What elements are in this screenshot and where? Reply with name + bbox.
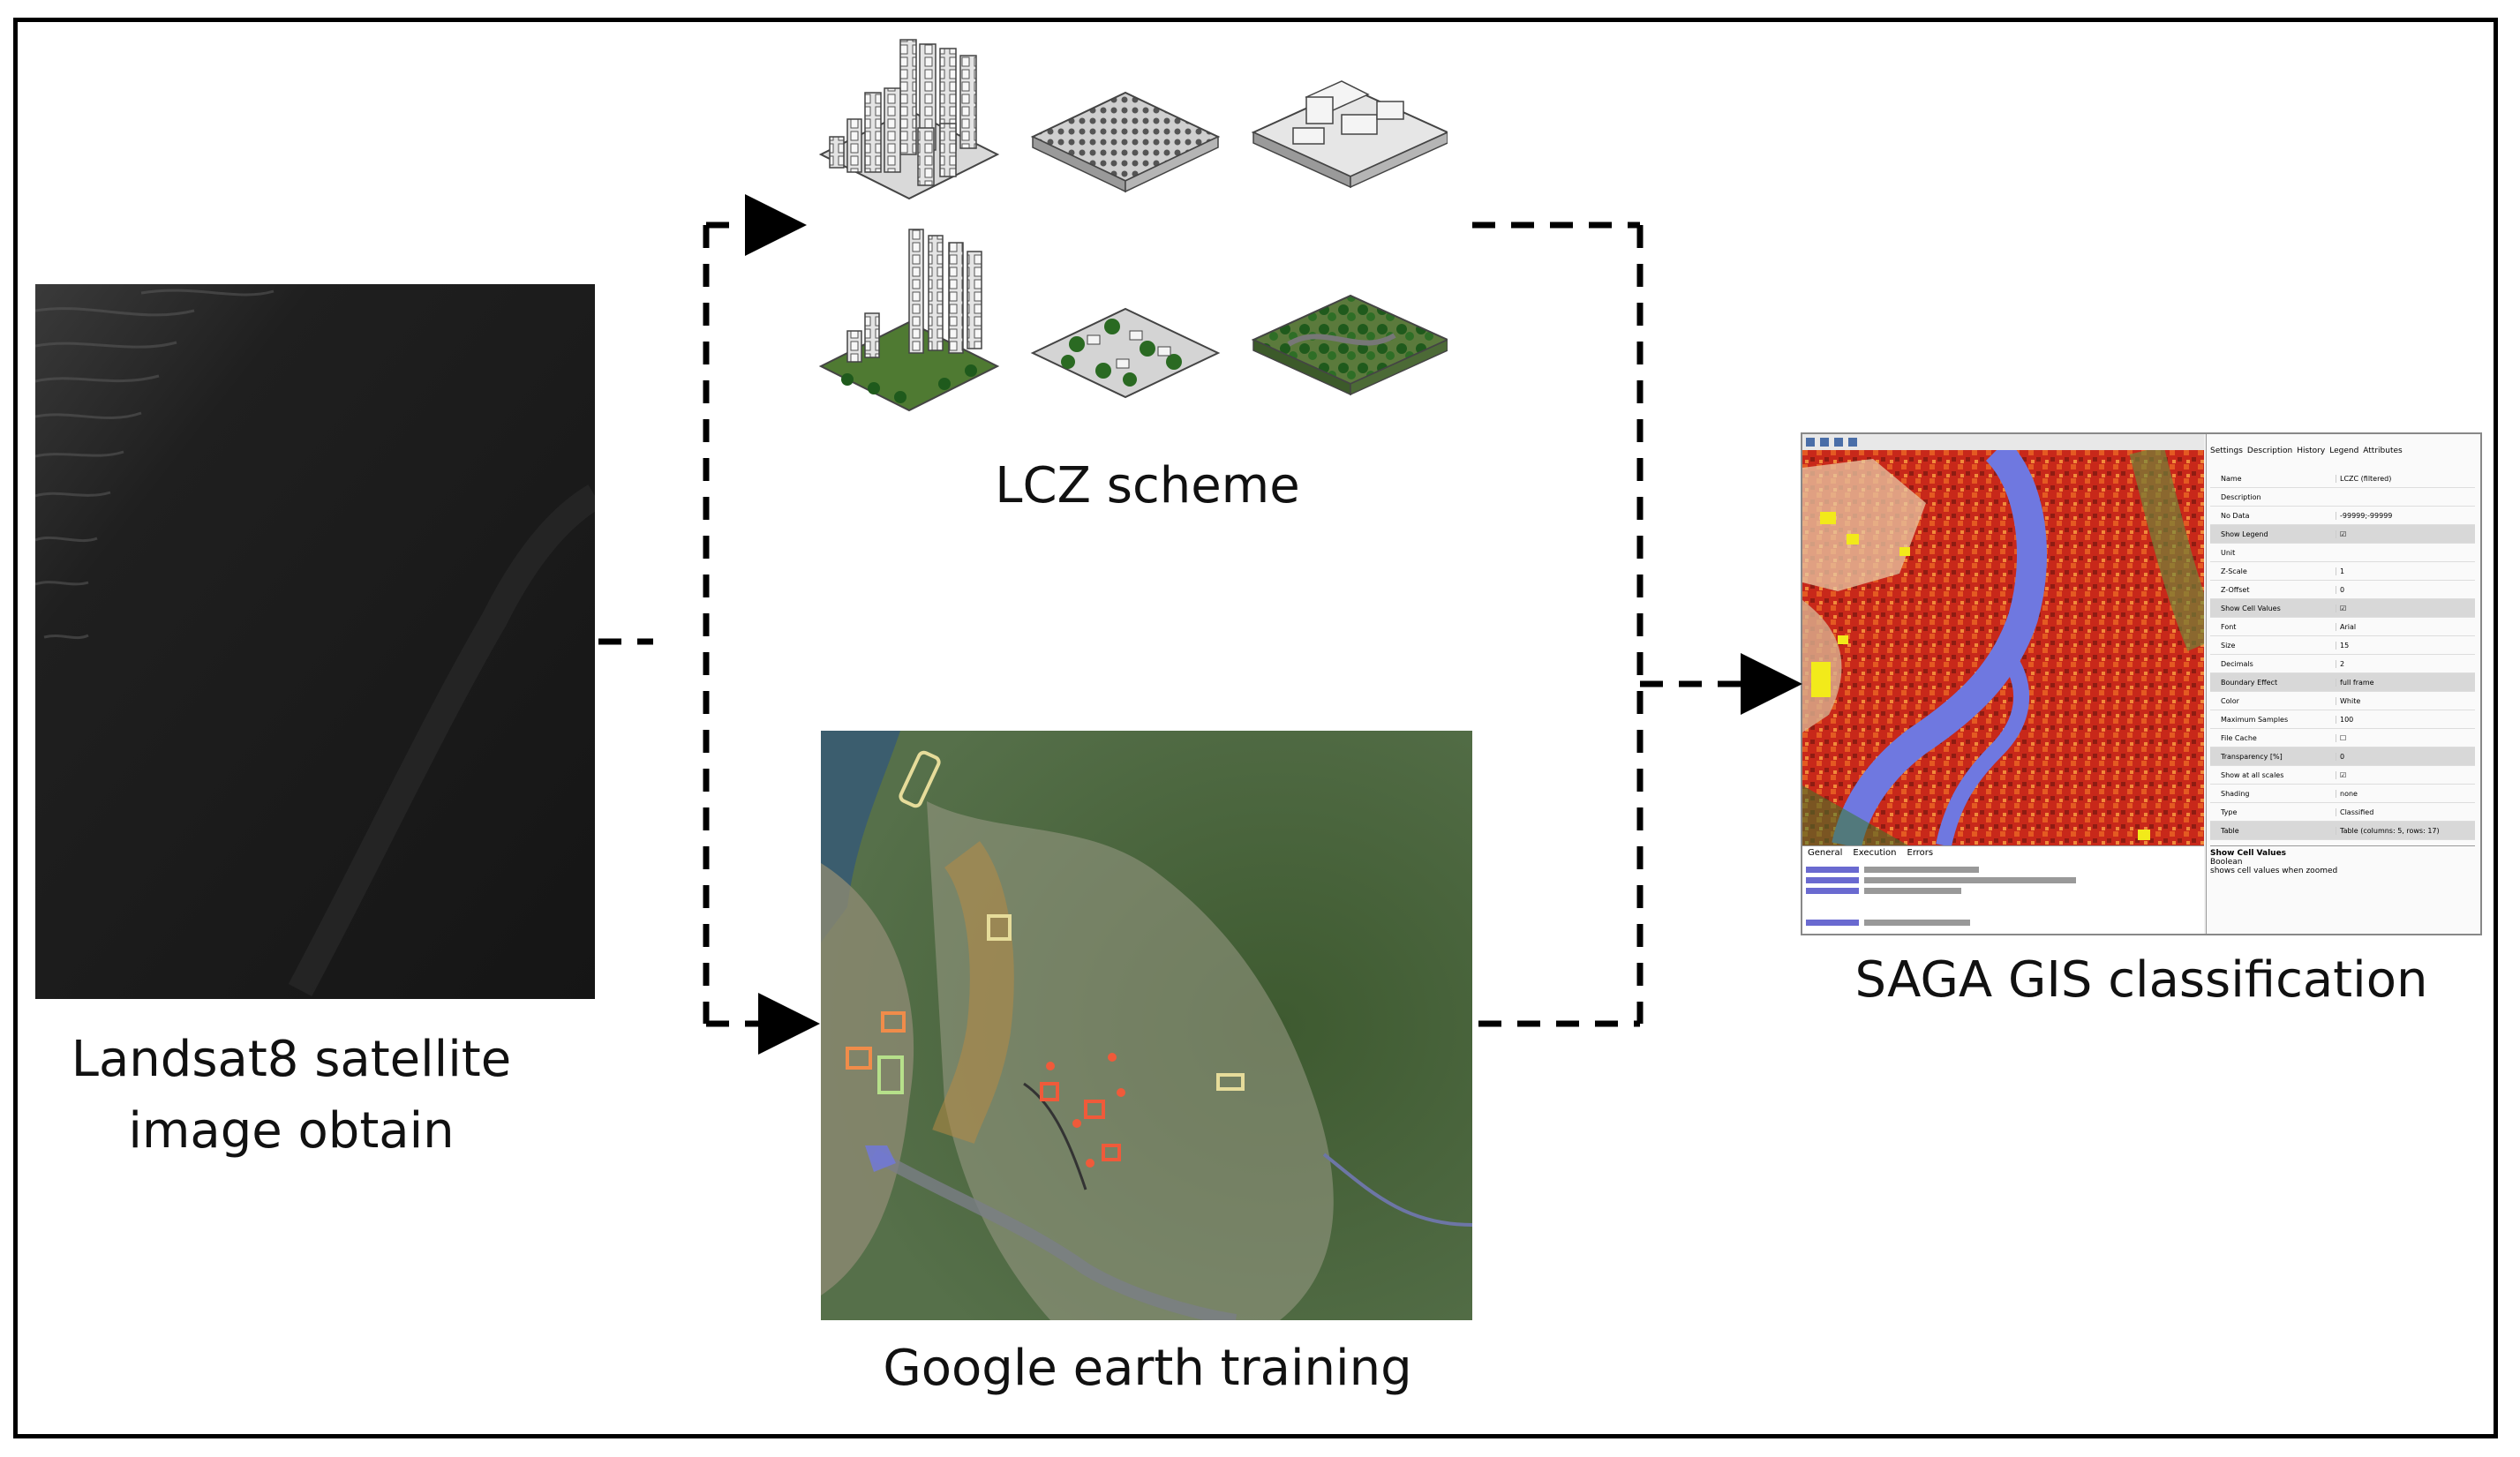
property-name: Unit: [2221, 548, 2236, 557]
property-value[interactable]: LCZC (filtered): [2336, 474, 2475, 483]
tab-attributes[interactable]: Attributes: [2363, 447, 2403, 455]
property-row[interactable]: Transparency [%] 0: [2210, 747, 2475, 766]
property-row[interactable]: Show at all scales ☑: [2210, 766, 2475, 785]
property-name: Z-Offset: [2221, 585, 2250, 594]
property-value[interactable]: 0: [2336, 585, 2475, 594]
property-value[interactable]: Arial: [2336, 622, 2475, 631]
saga-message-panel: General Execution Errors: [1802, 845, 2204, 934]
property-name: Shading: [2221, 789, 2250, 798]
property-value[interactable]: 1: [2336, 567, 2475, 575]
property-name: Size: [2221, 641, 2236, 650]
lcz-scheme-label: LCZ scheme: [995, 457, 1300, 514]
saga-property-tabs: Settings Description History Legend Attr…: [2207, 434, 2480, 457]
property-name: Type: [2221, 807, 2238, 816]
property-name: Transparency [%]: [2221, 752, 2283, 761]
property-name: Z-Scale: [2221, 567, 2247, 575]
message-tab-errors[interactable]: Errors: [1907, 848, 1934, 858]
property-value[interactable]: full frame: [2336, 678, 2475, 687]
property-name: No Data: [2221, 511, 2250, 520]
property-row[interactable]: Maximum Samples 100: [2210, 710, 2475, 729]
property-value[interactable]: none: [2336, 789, 2475, 798]
property-row[interactable]: Z-Offset 0: [2210, 581, 2475, 599]
google-earth-training-label: Google earth training: [883, 1340, 1412, 1397]
property-row[interactable]: Description: [2210, 488, 2475, 507]
property-value[interactable]: 0: [2336, 752, 2475, 761]
property-value[interactable]: ☑: [2336, 529, 2475, 538]
tab-history[interactable]: History: [2297, 447, 2326, 455]
message-tab-execution[interactable]: Execution: [1853, 848, 1897, 858]
help-line-1: Boolean: [2210, 858, 2243, 867]
property-name: Show Cell Values: [2221, 604, 2281, 612]
lcz-tile-open-highrise: [818, 229, 1000, 412]
property-name: Maximum Samples: [2221, 715, 2289, 724]
landsat-label: Landsat8 satellite image obtain: [35, 1024, 547, 1167]
property-row[interactable]: Z-Scale 1: [2210, 562, 2475, 581]
property-value[interactable]: 15: [2336, 641, 2475, 650]
property-row[interactable]: Name LCZC (filtered): [2210, 469, 2475, 488]
help-line-2: shows cell values when zoomed: [2210, 867, 2338, 875]
property-name: Boundary Effect: [2221, 678, 2278, 687]
property-name: Name: [2221, 474, 2242, 483]
tab-legend[interactable]: Legend: [2329, 447, 2359, 455]
property-row[interactable]: Color White: [2210, 692, 2475, 710]
property-row[interactable]: Decimals 2: [2210, 655, 2475, 673]
property-value[interactable]: ☑: [2336, 604, 2475, 612]
lcz-tile-compact-highrise: [818, 39, 1000, 200]
property-row[interactable]: Size 15: [2210, 636, 2475, 655]
property-value[interactable]: 100: [2336, 715, 2475, 724]
saga-gis-window: General Execution Errors Settings Descri…: [1801, 432, 2482, 935]
property-name: File Cache: [2221, 733, 2257, 742]
property-name: Table: [2221, 826, 2239, 835]
saga-property-grid: Name LCZC (filtered) Description No Data -99…: [2210, 469, 2475, 840]
property-row[interactable]: Boundary Effect full frame: [2210, 673, 2475, 692]
message-tab-general[interactable]: General: [1808, 848, 1843, 858]
lcz-tile-large-lowrise: [1251, 80, 1448, 189]
property-row[interactable]: Font Arial: [2210, 618, 2475, 636]
property-row[interactable]: Shading none: [2210, 785, 2475, 803]
property-row[interactable]: No Data -99999;-99999: [2210, 507, 2475, 525]
property-name: Color: [2221, 696, 2239, 705]
lcz-tile-dense-trees: [1251, 294, 1448, 396]
saga-help-box: Show Cell Values Boolean shows cell valu…: [2210, 845, 2475, 875]
tab-settings[interactable]: Settings: [2210, 447, 2243, 455]
property-name: Show at all scales: [2221, 770, 2284, 779]
tab-description[interactable]: Description: [2246, 447, 2293, 455]
lcz-tile-sparsely-built: [1030, 307, 1221, 399]
lcz-tile-compact-lowrise: [1030, 91, 1221, 193]
property-row[interactable]: File Cache ☐: [2210, 729, 2475, 747]
saga-properties-panel: Settings Description History Legend Attr…: [2206, 434, 2480, 934]
google-earth-training-image: [821, 731, 1472, 1320]
property-value[interactable]: White: [2336, 696, 2475, 705]
lcz-scheme-illustration: [812, 31, 1448, 437]
property-row[interactable]: Unit: [2210, 544, 2475, 562]
help-title: Show Cell Values: [2210, 849, 2287, 858]
property-row[interactable]: Table Table (columns: 5, rows: 17): [2210, 822, 2475, 840]
saga-gis-label: SAGA GIS classification: [1854, 951, 2428, 1009]
saga-classified-map: [1802, 450, 2204, 845]
property-value[interactable]: ☐: [2336, 733, 2475, 742]
property-value[interactable]: 2: [2336, 659, 2475, 668]
property-value[interactable]: Classified: [2336, 807, 2475, 816]
landsat-label-line-2: image obtain: [128, 1102, 455, 1160]
landsat-satellite-image: [35, 284, 595, 999]
property-name: Show Legend: [2221, 529, 2268, 538]
property-row[interactable]: Type Classified: [2210, 803, 2475, 822]
property-name: Font: [2221, 622, 2237, 631]
property-name: Description: [2221, 492, 2261, 501]
landsat-label-line-1: Landsat8 satellite: [71, 1031, 512, 1088]
property-value[interactable]: Table (columns: 5, rows: 17): [2336, 826, 2475, 835]
property-value[interactable]: ☑: [2336, 770, 2475, 779]
property-row[interactable]: Show Cell Values ☑: [2210, 599, 2475, 618]
property-name: Decimals: [2221, 659, 2253, 668]
property-row[interactable]: Show Legend ☑: [2210, 525, 2475, 544]
property-value[interactable]: -99999;-99999: [2336, 511, 2475, 520]
